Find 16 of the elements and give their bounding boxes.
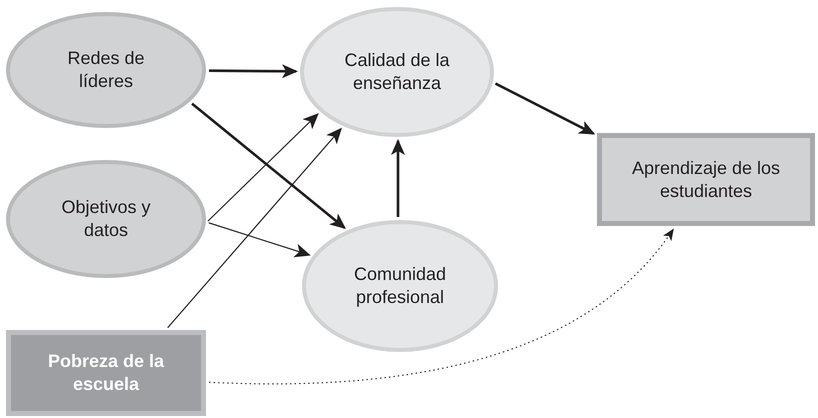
node-label: Pobreza de la escuela — [46, 350, 166, 396]
arrow — [208, 64, 298, 78]
arrow — [191, 102, 346, 229]
arrow — [494, 82, 596, 135]
node-label: Comunidad profesional — [352, 263, 448, 309]
rect-node — [6, 330, 206, 416]
node-label: Objetivos y datos — [60, 196, 152, 242]
node-label: Redes de líderes — [66, 47, 146, 93]
arrow — [208, 222, 311, 258]
arrow — [208, 113, 319, 222]
arrow — [208, 228, 674, 384]
rect-node — [597, 133, 815, 226]
arrow — [167, 128, 342, 328]
arrow — [391, 139, 405, 218]
node-label: Aprendizaje de los estudiantes — [630, 156, 782, 202]
node-label: Calidad de la enseñanza — [343, 49, 451, 95]
